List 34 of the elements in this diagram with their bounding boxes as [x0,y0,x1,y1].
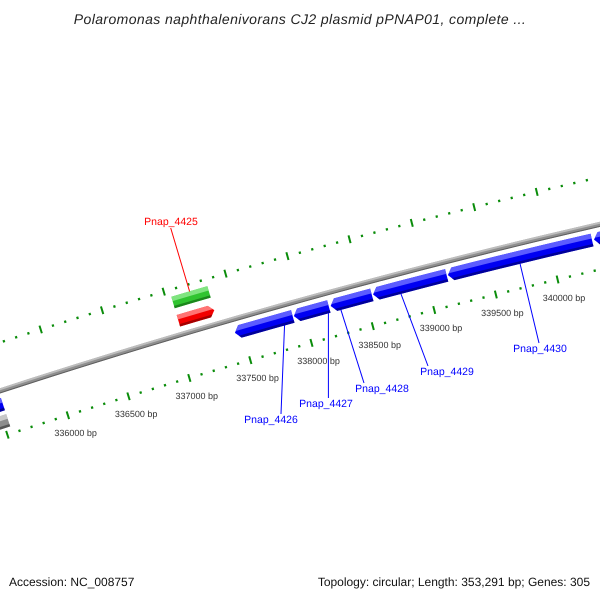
gene-label: Pnap_4425 [144,216,198,228]
leader-line [328,312,329,398]
gene-bar [0,398,5,412]
tick-label: 339500 bp [481,308,524,318]
leader-line [520,263,540,344]
gene-label: Pnap_4429 [420,366,474,378]
gene-label: Pnap_4427 [299,398,353,410]
tick-label: 336000 bp [54,428,97,438]
tick-label: 340000 bp [542,292,586,303]
leader-line [170,228,190,292]
genome-summary-text: Topology: circular; Length: 353,291 bp; Genes: 305 [318,575,590,589]
accession-text: Accession: NC_008757 [9,575,134,589]
title: Polaromonas naphthalenivorans CJ2 plasmid pPNAP01, complete ... [74,11,526,27]
tick-label: 338000 bp [297,356,340,366]
gene-block [594,232,600,244]
leader-line [340,309,364,384]
gene-bar [171,286,211,308]
tick-label: 337500 bp [236,373,279,384]
gene-block [234,310,294,338]
gene-block [448,234,594,280]
leader-line [400,293,428,366]
tick-label: 339000 bp [420,323,462,334]
gene-label: Pnap_4426 [244,414,298,426]
tick-label: 337000 bp [175,391,218,402]
gene-label: Pnap_4428 [355,383,409,395]
tick-label: 338500 bp [358,340,401,350]
gene-label: Pnap_4430 [513,343,567,355]
gene-block [373,269,448,300]
gene-block [294,300,331,321]
gene-block [330,288,374,311]
gene-bar [0,414,10,430]
leader-line [280,324,286,414]
gene-block [176,306,214,326]
tick-label: 336500 bp [114,409,158,420]
